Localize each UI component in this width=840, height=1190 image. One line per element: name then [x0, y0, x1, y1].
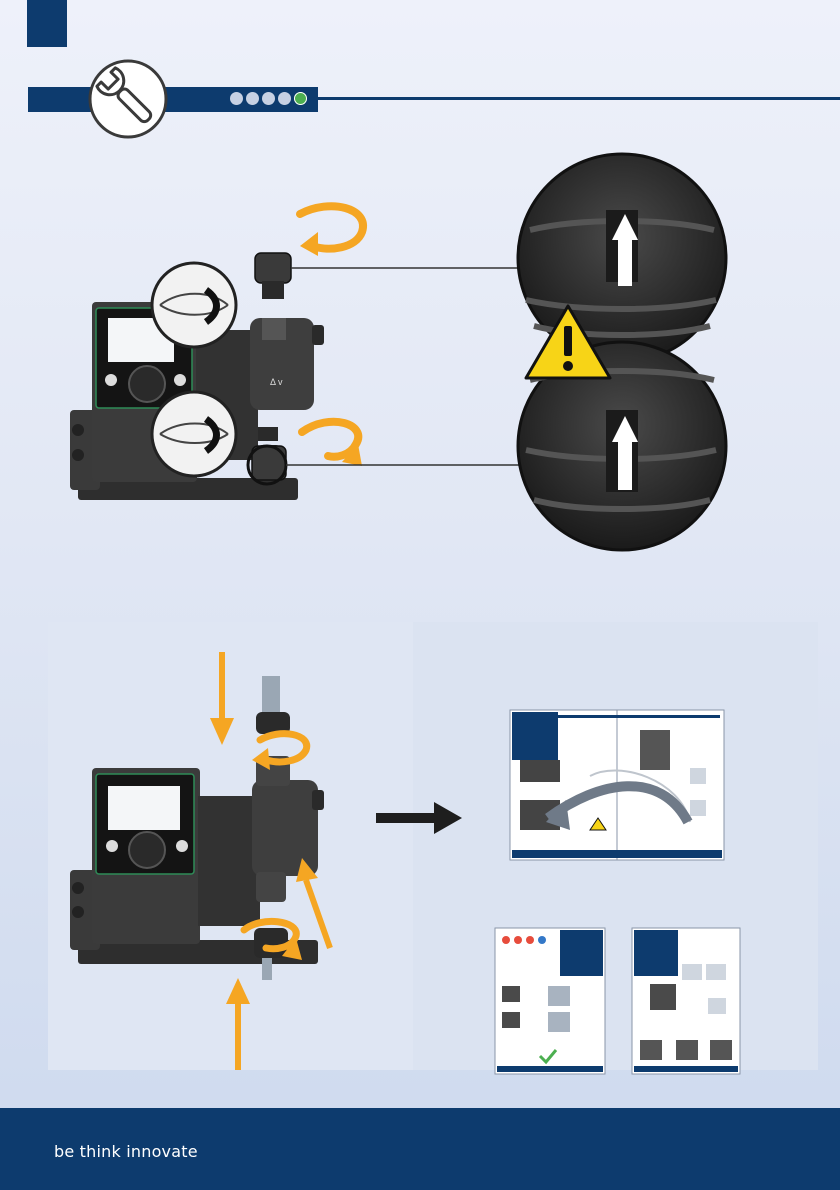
- discharge-valve-part: [255, 253, 291, 299]
- eye-icon: [152, 263, 236, 347]
- up-arrow-icon: [226, 978, 250, 1070]
- right-arrow-icon: [376, 802, 462, 834]
- rotate-counterclockwise-arrow-head: [300, 232, 318, 256]
- down-arrow-icon: [210, 652, 234, 745]
- svg-text:Δ v: Δ v: [270, 377, 283, 387]
- thumbnail-spread: [510, 710, 724, 860]
- eye-icon: [152, 392, 236, 476]
- rotate-clockwise-arrow-icon: [302, 422, 358, 457]
- brand-slogan: be think innovate: [54, 1142, 198, 1161]
- thumbnail-page: [495, 928, 605, 1074]
- dosing-pump-bottom: [70, 676, 324, 980]
- illustration-canvas: Δ v: [0, 0, 840, 1108]
- thumbnail-page: [632, 928, 740, 1074]
